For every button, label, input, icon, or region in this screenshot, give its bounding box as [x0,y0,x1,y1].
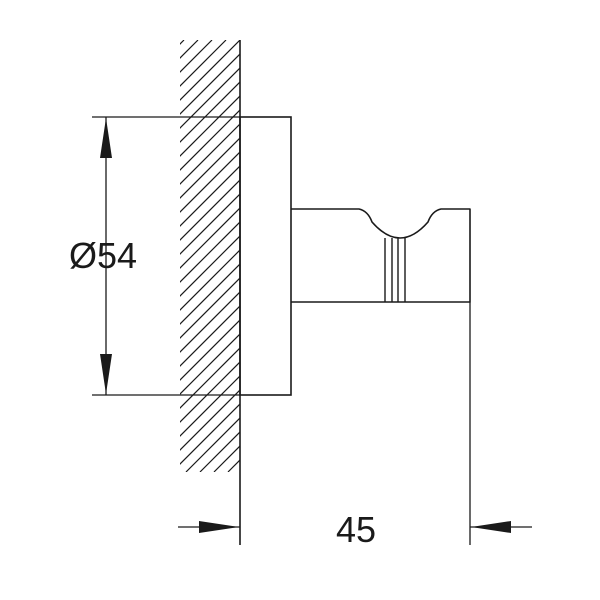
mounting-plate [239,116,292,396]
arrow-right-icon [199,521,239,533]
hatch-line [180,347,240,409]
hatch-line [180,305,240,367]
hatch-line [180,193,240,255]
hatch-line [180,207,240,269]
hatch-line [180,249,240,311]
hatch-line [242,40,600,472]
hatch-line [180,53,240,115]
hatch-line [227,459,240,472]
arrow-up-icon [100,118,112,158]
hatch-line [180,67,240,129]
hatch-line [180,361,240,423]
hatch-line [180,109,240,171]
hatch-line [213,445,240,472]
diameter-dimension [92,116,240,396]
hatch-line [180,151,240,213]
hatch-line [180,137,240,199]
diameter-label: Ø54 [69,235,137,276]
hatch-line [180,221,240,283]
depth-label: 45 [336,509,376,550]
hatch-line [185,417,240,472]
hatch-line [180,235,240,297]
hatch-line [180,95,240,157]
hatch-line [180,375,240,437]
depth-dimension [178,302,532,545]
hatch-line [180,165,240,227]
hatch-line [180,403,240,465]
wall-hatching [180,40,600,472]
arrow-down-icon [100,354,112,394]
hatch-line [180,81,240,143]
hook-body [291,208,471,303]
hatch-line [180,319,240,381]
hatch-line [180,389,240,451]
hatch-line [180,123,240,185]
arrow-left-icon [471,521,511,533]
hook-groove [384,238,406,302]
hatch-line [199,431,240,472]
